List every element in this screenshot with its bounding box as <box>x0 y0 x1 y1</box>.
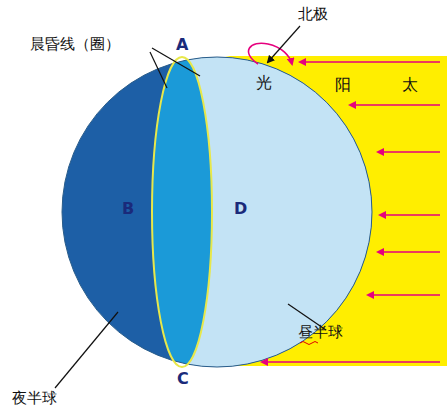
label: 光 <box>256 74 272 92</box>
label: B <box>122 200 134 218</box>
terminator-circle <box>152 57 212 367</box>
leader-lines <box>55 26 326 388</box>
rotation-arrow <box>249 43 292 64</box>
terminator-disc <box>152 57 212 367</box>
label: 北极 <box>298 6 328 23</box>
label: 夜半球 <box>12 390 57 407</box>
label: C <box>177 370 189 388</box>
label: 太 <box>402 76 418 94</box>
globe-outline <box>62 57 372 367</box>
sun-rays <box>262 62 440 362</box>
label: 阳 <box>335 76 351 94</box>
label: 昼半球 <box>298 324 343 341</box>
label: A <box>176 36 188 54</box>
wavy-underline <box>300 342 318 345</box>
label: D <box>234 200 247 218</box>
label: 晨昏线（圈） <box>30 36 120 53</box>
